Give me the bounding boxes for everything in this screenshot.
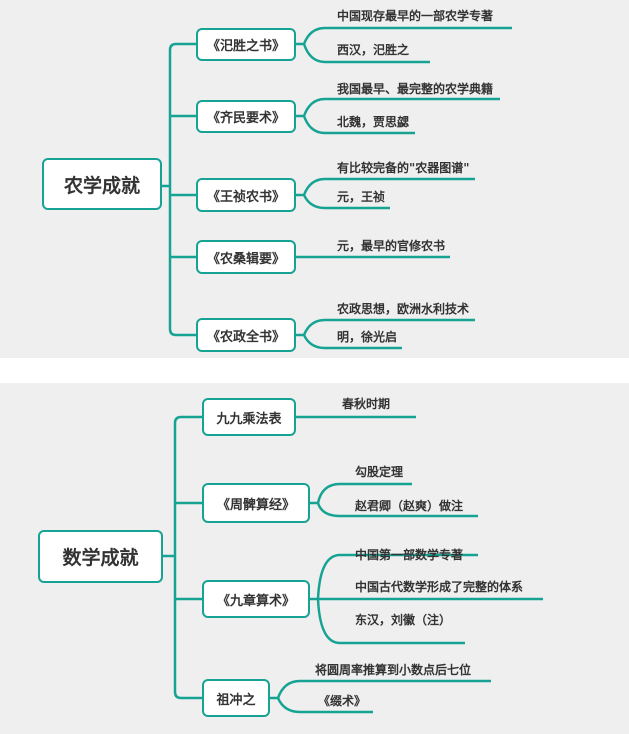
- leaf-text: 农政思想，欧洲水利技术: [337, 302, 470, 316]
- root-node[interactable]: 数学成就: [38, 530, 163, 583]
- math-connectors: [163, 415, 543, 714]
- leaf-text: 将圆周率推算到小数点后七位: [315, 663, 472, 677]
- leaf-text: 元，王祯: [337, 190, 386, 204]
- leaf-text: 赵君卿（赵爽）做注: [355, 499, 464, 513]
- branch-node[interactable]: 《周髀算经》: [202, 483, 310, 523]
- branch-node[interactable]: 《农桑辑要》: [196, 240, 296, 274]
- leaf-text: 元，最早的官修农书: [337, 239, 446, 253]
- branch-node[interactable]: 《齐民要术》: [196, 100, 296, 133]
- leaf-text: 勾股定理: [355, 465, 404, 479]
- branch-node[interactable]: 九九乘法表: [202, 398, 296, 436]
- math-mindmap: 数学成就 九九乘法表 《周髀算经》 《九章算术》 祖冲之 春秋时期 勾股定理 赵…: [0, 383, 629, 734]
- leaf-text: 《缀术》: [318, 694, 367, 708]
- leaf-text: 春秋时期: [342, 397, 391, 411]
- leaf-text: 北魏，贾思勰: [337, 115, 410, 129]
- leaf-text: 东汉，刘徽（注）: [355, 613, 452, 627]
- leaf-text: 中国第一部数学专著: [355, 548, 464, 562]
- agriculture-mindmap: 农学成就 《汜胜之书》 《齐民要术》 《王祯农书》 《农桑辑要》 《农政全书》 …: [0, 0, 629, 358]
- root-node[interactable]: 农学成就: [42, 158, 162, 210]
- branch-node[interactable]: 《农政全书》: [196, 318, 296, 352]
- branch-node[interactable]: 《九章算术》: [202, 580, 310, 618]
- leaf-text: 中国现存最早的一部农学专著: [337, 9, 494, 23]
- branch-node[interactable]: 《王祯农书》: [196, 178, 296, 212]
- leaf-text: 明，徐光启: [337, 330, 398, 344]
- agriculture-connectors: [162, 26, 512, 350]
- leaf-text: 中国古代数学形成了完整的体系: [355, 580, 524, 594]
- leaf-text: 我国最早、最完整的农学典籍: [337, 82, 494, 96]
- branch-node[interactable]: 《汜胜之书》: [196, 28, 296, 61]
- branch-node[interactable]: 祖冲之: [202, 679, 270, 717]
- leaf-text: 西汉，汜胜之: [337, 43, 410, 57]
- leaf-text: 有比较完备的"农器图谱": [337, 161, 470, 175]
